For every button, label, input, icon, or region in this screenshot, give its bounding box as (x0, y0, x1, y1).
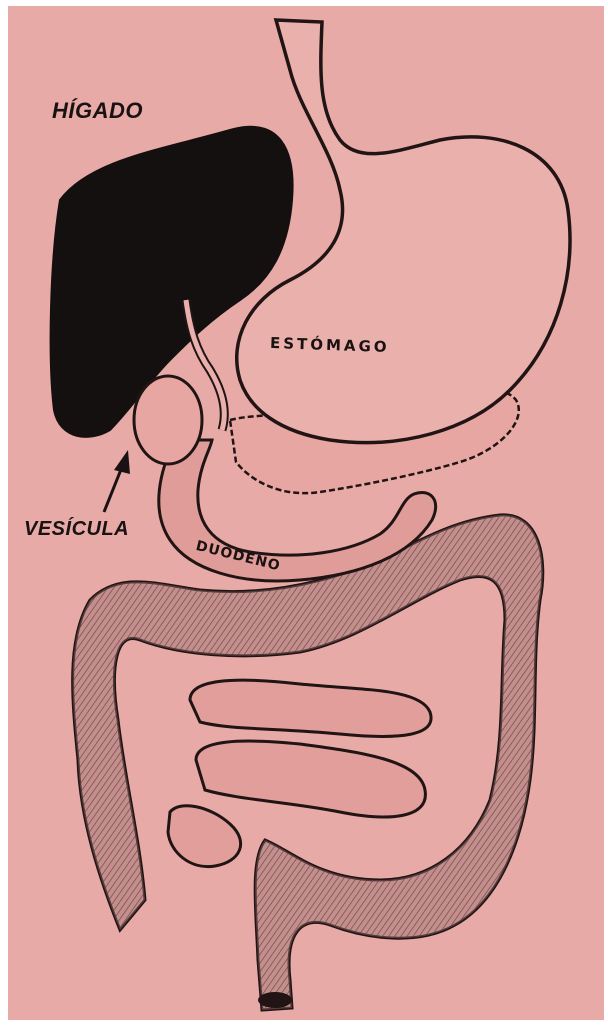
intestine-loop-3 (168, 806, 241, 867)
gallbladder-arrow (104, 450, 130, 512)
rectum-opening (258, 992, 292, 1008)
small-intestine (168, 680, 431, 866)
liver-label: HÍGADO (52, 98, 143, 124)
intestine-loop-2 (196, 741, 425, 817)
gallbladder (134, 376, 202, 464)
gallbladder-label: VESÍCULA (24, 518, 129, 541)
intestine-loop-1 (190, 680, 431, 736)
